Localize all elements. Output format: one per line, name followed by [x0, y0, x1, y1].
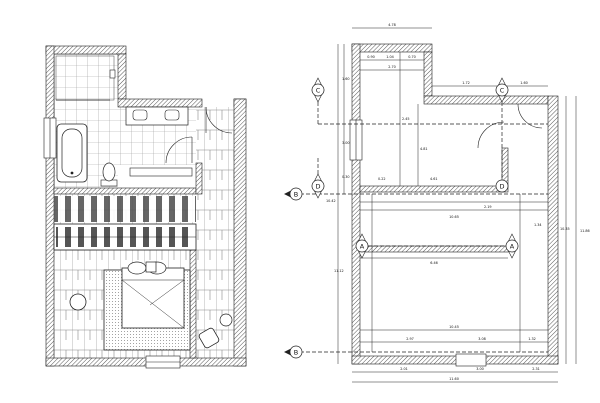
dim-bottom-mid: 10.45 — [449, 325, 459, 329]
dim-bath-run-0: 0.90 — [367, 55, 375, 59]
dim-bottom-row-0: 2.97 — [406, 337, 414, 341]
section-lines — [300, 90, 548, 353]
dim-base-total: 11.60 — [449, 377, 459, 381]
section-marker-c-left: C — [311, 77, 325, 103]
entry-door-swing — [205, 106, 233, 134]
dim-bath-run-b: 2.70 — [388, 65, 396, 69]
dim-wardrobe-depth: 1.34 — [534, 223, 542, 227]
dim-right-outer: 11.86 — [580, 229, 590, 233]
svg-text:B: B — [294, 349, 298, 357]
dim-mid-row-2: 2.19 — [484, 205, 492, 209]
armchair — [198, 327, 220, 349]
dim-top-width: 4.78 — [388, 23, 396, 27]
svg-text:D: D — [315, 183, 320, 191]
dim-bottom-row-2: 1.32 — [528, 337, 536, 341]
dim-left-height-0: 1.60 — [342, 77, 350, 81]
dim-bottom-row-1: 3.08 — [478, 337, 486, 341]
dim-bath-run-2: 0.70 — [408, 55, 416, 59]
mattress — [121, 267, 185, 329]
dressing-bench — [54, 196, 196, 222]
section-marker-b-top: B — [284, 187, 303, 201]
dim-wardrobe-span: 10.65 — [449, 215, 459, 219]
svg-text:D: D — [499, 183, 504, 191]
corridor-plant — [219, 313, 233, 327]
dim-mid-row-0: 0.22 — [378, 177, 386, 181]
dim-upper-vertical-0: 2.45 — [402, 117, 410, 121]
dim-left-height-2: 0.30 — [342, 175, 350, 179]
dim-upper-vertical-1: 4.81 — [420, 147, 428, 151]
door-swing-right — [477, 121, 505, 149]
dimension-lines — [337, 27, 577, 383]
section-marker-a-left: A — [355, 233, 369, 259]
pillow-left — [127, 261, 147, 275]
dim-upper-right-0: 1.72 — [462, 81, 470, 85]
section-marker-b-bottom: B — [284, 345, 303, 359]
svg-text:A: A — [360, 243, 365, 251]
section-marker-d-right: D — [495, 179, 509, 193]
wall-structure-right — [351, 43, 559, 365]
dim-base-row-2: 2.31 — [532, 367, 540, 371]
dim-base-row-1: 3.00 — [476, 367, 484, 371]
section-marker-c-right: C — [495, 77, 509, 103]
entry-swing-right — [517, 103, 543, 129]
dim-left-lower: 11.12 — [334, 269, 344, 273]
dim-bedroom-span: 6.46 — [430, 261, 438, 265]
basin-left — [132, 109, 148, 121]
dim-mid-row-1: 4.61 — [430, 177, 438, 181]
section-marker-a-right: A — [505, 233, 519, 259]
basin-right — [164, 109, 180, 121]
dimensioned-plan: 4.78 0.90 1.04 0.70 2.70 1.72 1.60 1.60 … — [284, 23, 590, 383]
dim-left-height-1: 3.00 — [342, 141, 350, 145]
window-right-bottom — [455, 353, 487, 367]
dim-left-outer: 10.42 — [326, 199, 336, 203]
dim-upper-right-1: 1.60 — [520, 81, 528, 85]
round-side-table — [69, 293, 87, 311]
bath-shelf — [129, 167, 193, 177]
dim-right-height: 10.35 — [560, 227, 570, 231]
svg-text:B: B — [294, 191, 298, 199]
dim-base-row-0: 2.01 — [400, 367, 408, 371]
svg-text:A: A — [510, 243, 515, 251]
furnished-plan — [43, 45, 247, 369]
toilet — [102, 162, 116, 182]
svg-text:C: C — [316, 87, 321, 95]
svg-text:C: C — [500, 87, 505, 95]
bathroom-door-swing — [165, 136, 193, 164]
section-marker-d-left: D — [311, 173, 325, 199]
dim-bath-run-1: 1.04 — [386, 55, 394, 59]
